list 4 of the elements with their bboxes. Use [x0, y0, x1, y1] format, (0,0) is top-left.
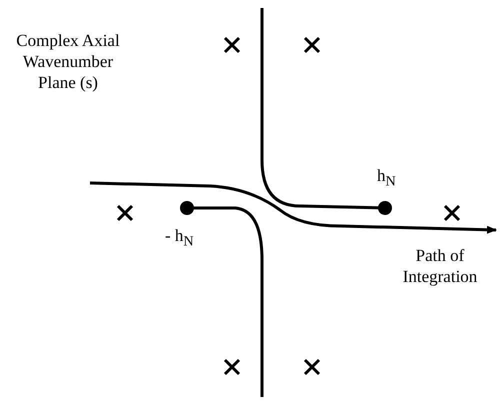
plane-label: Complex Axial Wavenumber Plane (s): [15, 30, 121, 93]
path-label: Path of Integration: [402, 245, 478, 287]
point-label: - h$_{N}$: [165, 225, 195, 252]
point-label: h$_{N}$: [377, 165, 397, 192]
